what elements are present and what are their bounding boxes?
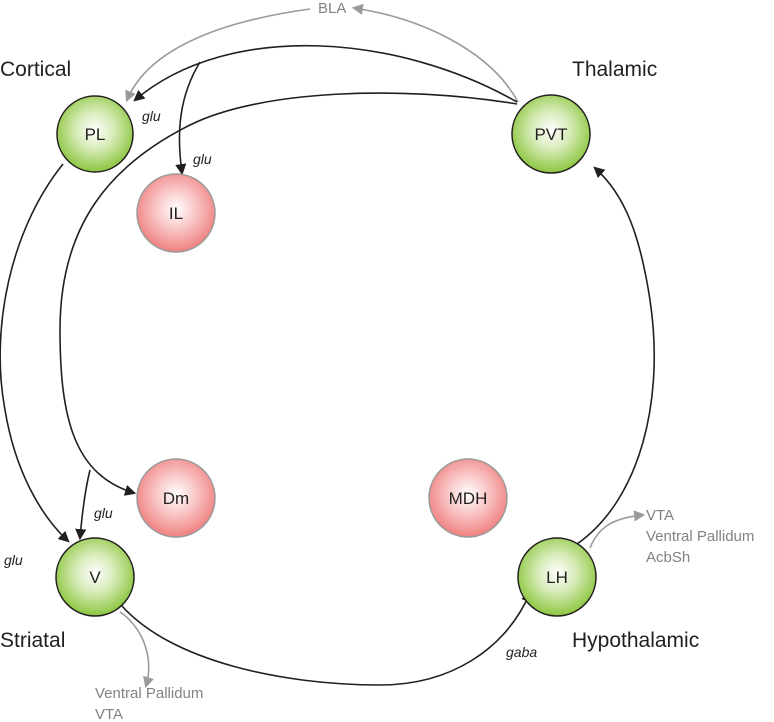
node-pvt-label: PVT xyxy=(534,125,567,144)
node-lh-label: LH xyxy=(546,568,568,587)
lh-outputs-arrow xyxy=(589,510,646,549)
v-output-ventral-pallidum: Ventral Pallidum xyxy=(95,685,203,702)
nt-label-glu-dm: glu xyxy=(94,505,113,521)
v-output-vta: VTA xyxy=(95,706,123,722)
bla-to-pl-arrow xyxy=(125,8,311,103)
node-dm-label: Dm xyxy=(163,489,189,508)
pl-to-v-arrow xyxy=(0,163,70,543)
v-outputs-arrow xyxy=(119,611,154,689)
pvt-to-bla-arrow xyxy=(351,3,519,103)
node-lh: LH xyxy=(517,537,597,617)
node-v: V xyxy=(55,537,135,617)
pvt-to-pl-arrow xyxy=(133,44,518,103)
node-il: IL xyxy=(136,173,216,253)
pvt-to-v-arrow xyxy=(75,469,91,541)
node-mdh-label: MDH xyxy=(449,489,488,508)
lh-to-pvt-arrow xyxy=(576,166,656,545)
nt-label-glu-v: glu xyxy=(4,552,23,568)
pvt-to-dm-arrow xyxy=(59,92,518,496)
lh-output-ventral-pallidum: Ventral Pallidum xyxy=(646,528,754,545)
region-label-thalamic: Thalamic xyxy=(572,58,657,81)
v-to-lh-arrow xyxy=(121,590,532,686)
node-il-label: IL xyxy=(169,204,183,223)
node-dm: Dm xyxy=(136,458,216,538)
node-pl: PL xyxy=(56,95,134,173)
output-label-bla: BLA xyxy=(318,0,346,17)
node-pl-label: PL xyxy=(85,125,106,144)
node-v-label: V xyxy=(89,568,101,587)
lh-output-vta: VTA xyxy=(646,507,674,524)
nt-label-glu-pl: glu xyxy=(142,108,161,124)
region-label-hypothalamic: Hypothalamic xyxy=(572,629,699,652)
nt-label-gaba-lh: gaba xyxy=(506,644,537,660)
region-label-cortical: Cortical xyxy=(0,58,71,81)
nt-label-glu-il: glu xyxy=(193,151,212,167)
pvt-to-il-arrow xyxy=(175,61,201,176)
node-pvt: PVT xyxy=(511,94,591,174)
lh-output-acbsh: AcbSh xyxy=(646,549,690,566)
node-mdh: MDH xyxy=(428,458,508,538)
region-label-striatal: Striatal xyxy=(0,629,65,652)
